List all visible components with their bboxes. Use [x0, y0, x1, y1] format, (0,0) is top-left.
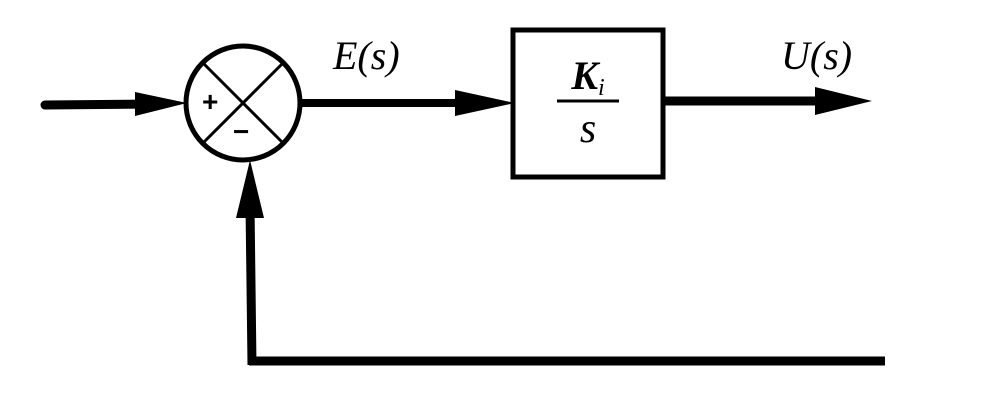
feedback-path: [236, 160, 885, 366]
transfer-function: Ki s: [513, 30, 663, 177]
error-signal-arrow: [300, 90, 515, 116]
plus-sign: +: [202, 86, 219, 117]
numerator-symbol: K: [571, 53, 598, 98]
minus-sign: −: [233, 116, 250, 147]
transfer-function-denominator: s: [579, 106, 597, 152]
error-signal-label: E(s): [333, 33, 400, 78]
output-arrow: [663, 87, 872, 115]
transfer-function-numerator: Ki: [513, 53, 663, 101]
output-signal-label: U(s): [781, 33, 853, 78]
numerator-subscript: i: [598, 75, 605, 101]
input-arrow: [40, 92, 187, 116]
